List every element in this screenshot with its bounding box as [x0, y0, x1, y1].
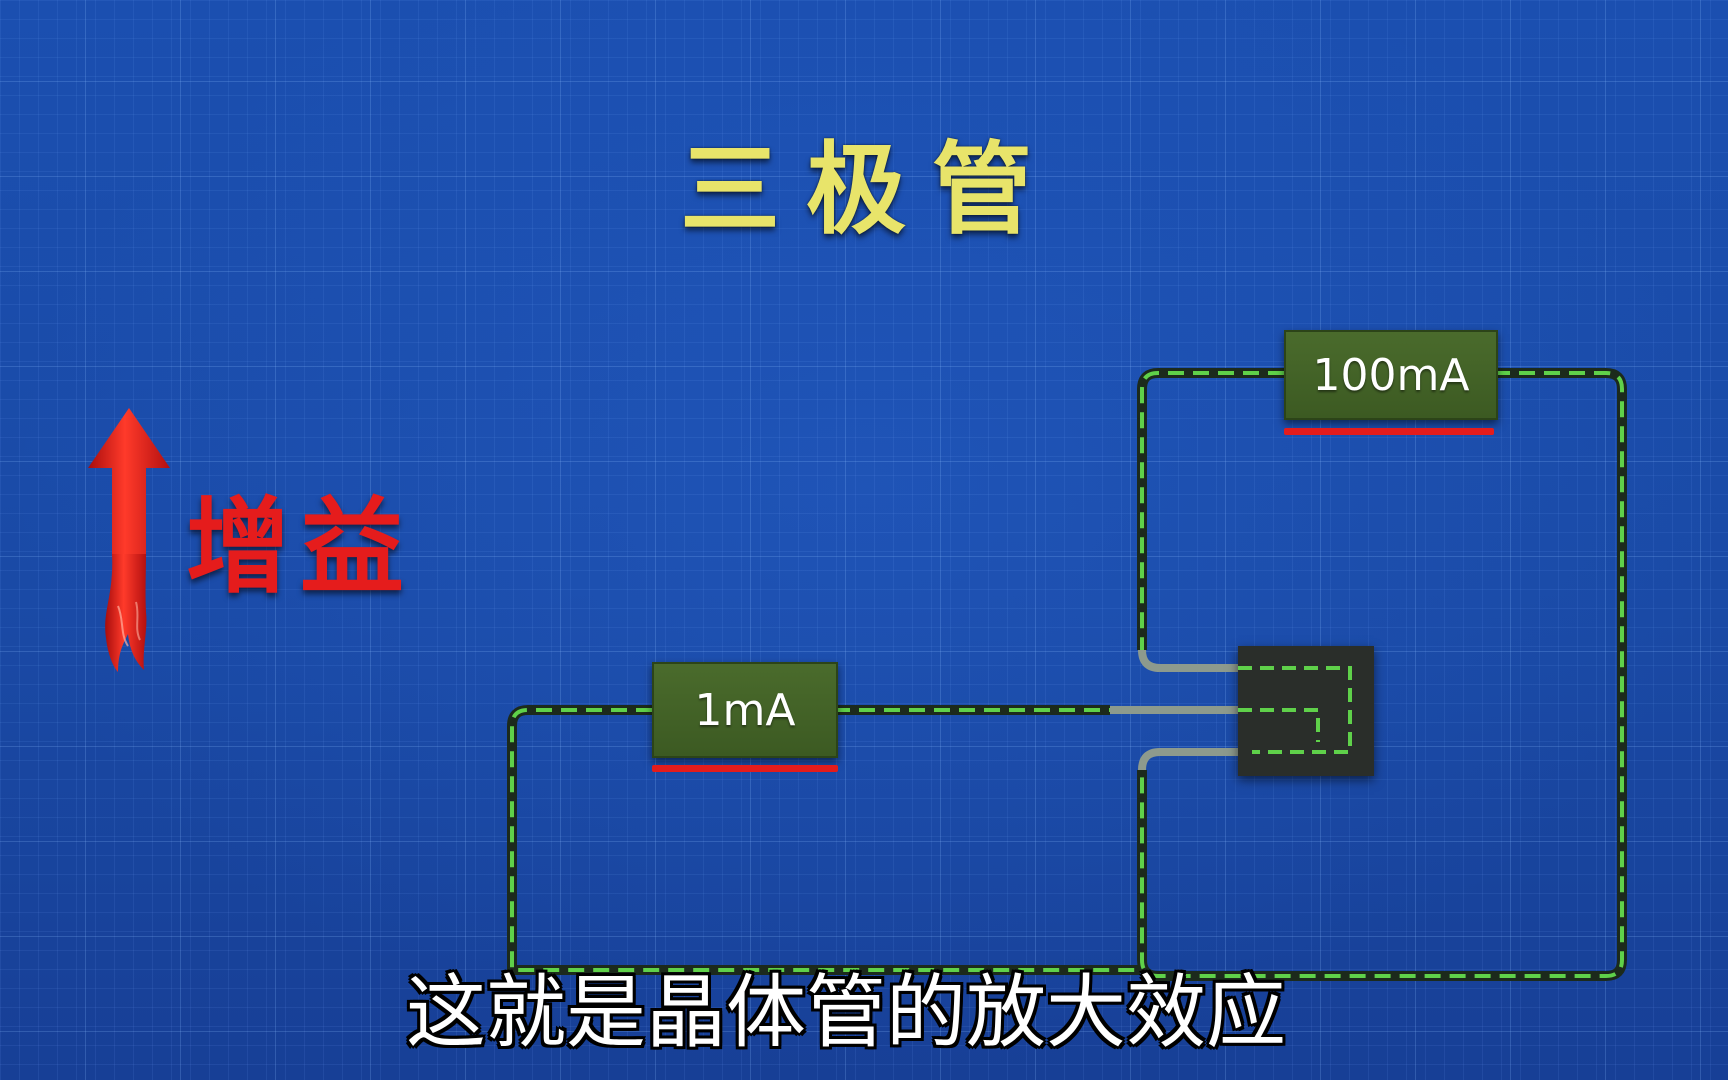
collector-loop-wire	[1137, 368, 1627, 981]
transistor-body	[1238, 646, 1374, 776]
subtitle-caption: 这就是晶体管的放大效应	[406, 966, 1286, 1059]
transistor-internal-path	[1238, 666, 1352, 754]
base-loop-wire	[507, 705, 1140, 975]
collector-current-underline	[1284, 428, 1494, 435]
collector-current-meter: 100mA	[1284, 330, 1498, 420]
flame-up-arrow-icon	[88, 408, 170, 672]
transistor-leads	[1110, 649, 1238, 771]
base-current-underline	[652, 765, 838, 772]
gain-label: 增益	[186, 486, 415, 608]
page-title: 三极管	[680, 131, 1058, 248]
base-current-meter: 1mA	[652, 662, 838, 758]
